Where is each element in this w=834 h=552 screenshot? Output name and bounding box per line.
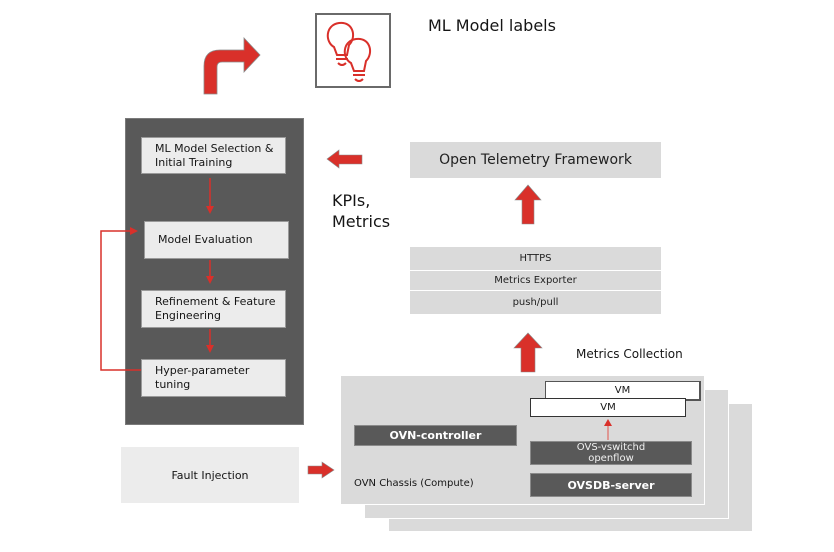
metrics-row-push-pull: push/pull bbox=[410, 291, 661, 314]
step-refinement[interactable]: Refinement & Feature Engineering bbox=[141, 290, 286, 328]
lightbulbs-icon bbox=[326, 21, 372, 82]
curved-arrow-icon bbox=[203, 36, 261, 95]
open-telemetry-framework-box[interactable]: Open Telemetry Framework bbox=[410, 142, 661, 178]
metrics-row-exporter: Metrics Exporter bbox=[410, 271, 661, 290]
collection-up-arrow-icon bbox=[513, 332, 543, 373]
ovn-chassis-label: OVN Chassis (Compute) bbox=[354, 478, 474, 489]
ml-model-labels-icon-box bbox=[315, 13, 391, 88]
step-hyperparameter-tuning[interactable]: Hyper-parameter tuning bbox=[141, 359, 286, 397]
ovs-vswitchd-box[interactable]: OVS-vswitchd openflow bbox=[530, 441, 692, 465]
ovs-vswitchd-label: OVS-vswitchd bbox=[576, 442, 646, 453]
kpi-left-arrow-icon bbox=[326, 149, 363, 169]
metrics-collection-label: Metrics Collection bbox=[576, 347, 683, 361]
step-model-evaluation[interactable]: Model Evaluation bbox=[144, 221, 289, 259]
vm-box-front[interactable]: VM bbox=[530, 398, 686, 417]
telemetry-up-arrow-icon bbox=[514, 184, 542, 225]
kpi-metrics-label: KPIs, Metrics bbox=[332, 190, 390, 232]
metrics-row-https: HTTPS bbox=[410, 247, 661, 270]
kpi-label-line1: KPIs, bbox=[332, 191, 371, 210]
fault-right-arrow-icon bbox=[307, 461, 335, 479]
ml-model-labels-title: ML Model labels bbox=[428, 16, 556, 35]
kpi-label-line2: Metrics bbox=[332, 212, 391, 231]
fault-injection-box[interactable]: Fault Injection bbox=[121, 447, 299, 503]
openflow-label: openflow bbox=[588, 453, 634, 464]
step-model-selection[interactable]: ML Model Selection & Initial Training bbox=[141, 137, 286, 174]
ovsdb-server-box[interactable]: OVSDB-server bbox=[530, 473, 692, 497]
ovn-controller-box[interactable]: OVN-controller bbox=[354, 425, 517, 446]
